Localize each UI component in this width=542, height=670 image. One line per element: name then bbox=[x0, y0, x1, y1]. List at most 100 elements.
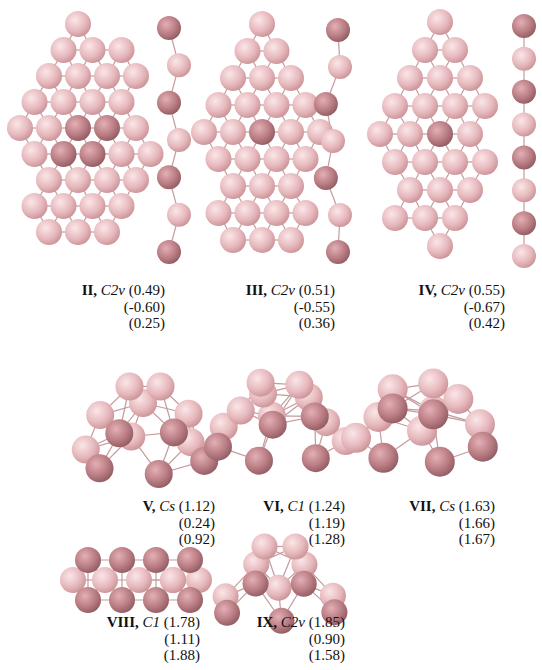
label-line: VII, Cs (1.63) bbox=[409, 498, 495, 515]
atom bbox=[80, 89, 106, 115]
point-group: Cs bbox=[159, 498, 175, 514]
atom bbox=[382, 149, 408, 175]
atom bbox=[143, 547, 169, 573]
isomer-number: VII, bbox=[409, 498, 435, 514]
structure-label: II, C2v (0.49)(-0.60)(0.25) bbox=[82, 282, 165, 332]
atom bbox=[126, 567, 152, 593]
atom bbox=[86, 454, 114, 482]
relative-energy: (0.92) bbox=[143, 531, 215, 548]
label-line: IV, C2v (0.55) bbox=[419, 282, 505, 299]
atom bbox=[94, 115, 120, 141]
atom bbox=[109, 547, 135, 573]
atom bbox=[65, 115, 91, 141]
relative-energy: (1.67) bbox=[409, 531, 495, 548]
atom bbox=[328, 203, 352, 227]
point-group: C2v bbox=[101, 282, 125, 298]
relative-energy: (1.58) bbox=[257, 647, 345, 664]
atom bbox=[302, 444, 330, 472]
atom bbox=[80, 37, 106, 63]
atom bbox=[235, 38, 261, 64]
atom bbox=[109, 37, 135, 63]
atom bbox=[264, 92, 290, 118]
atom bbox=[425, 447, 455, 477]
atom bbox=[412, 205, 438, 231]
atom bbox=[157, 91, 181, 115]
atom bbox=[382, 205, 408, 231]
atom bbox=[472, 149, 498, 175]
atom bbox=[167, 128, 191, 152]
atom bbox=[143, 587, 169, 613]
relative-energy: (0.51) bbox=[299, 282, 335, 298]
atom bbox=[368, 443, 398, 473]
atom bbox=[326, 240, 350, 264]
atom bbox=[278, 65, 304, 91]
atom bbox=[512, 145, 536, 169]
relative-energy: (1.12) bbox=[179, 498, 215, 514]
atom bbox=[123, 115, 149, 141]
label-line: VI, C1 (1.24) bbox=[263, 498, 345, 515]
structure-label: VIII, C1 (1.78)(1.11)(1.88) bbox=[107, 614, 200, 664]
relative-energy: (1.85) bbox=[309, 614, 345, 630]
atom bbox=[109, 141, 135, 167]
atom bbox=[321, 129, 345, 153]
atom bbox=[512, 211, 536, 235]
atom bbox=[94, 219, 120, 245]
atom bbox=[123, 167, 149, 193]
relative-energy: (-0.55) bbox=[246, 299, 335, 316]
relative-energy: (1.66) bbox=[409, 515, 495, 532]
atom bbox=[243, 571, 269, 597]
atom bbox=[80, 141, 106, 167]
point-group: C1 bbox=[287, 498, 305, 514]
atom bbox=[22, 89, 48, 115]
atom bbox=[259, 411, 287, 439]
relative-energy: (1.24) bbox=[309, 498, 345, 514]
atom bbox=[214, 600, 240, 626]
relative-energy: (0.24) bbox=[143, 515, 215, 532]
atom bbox=[512, 14, 536, 38]
atom bbox=[80, 193, 106, 219]
atom bbox=[283, 534, 309, 560]
atom bbox=[418, 399, 448, 429]
atom bbox=[278, 173, 304, 199]
isomer-number: IV, bbox=[419, 282, 438, 298]
atom bbox=[397, 121, 423, 147]
atom bbox=[204, 433, 232, 461]
isomer-number: IX, bbox=[257, 614, 277, 630]
atom bbox=[427, 177, 453, 203]
atom bbox=[75, 547, 101, 573]
isomer-number: VI, bbox=[263, 498, 283, 514]
atom bbox=[442, 205, 468, 231]
atom bbox=[235, 146, 261, 172]
structure-label: V, Cs (1.12)(0.24)(0.92) bbox=[143, 498, 215, 548]
atom bbox=[326, 18, 350, 42]
atom bbox=[123, 63, 149, 89]
atom bbox=[457, 121, 483, 147]
atom bbox=[206, 92, 232, 118]
point-group: C2v bbox=[441, 282, 465, 298]
atom bbox=[191, 119, 217, 145]
point-group: C2v bbox=[271, 282, 295, 298]
atom bbox=[206, 146, 232, 172]
relative-energy: (0.25) bbox=[82, 315, 165, 332]
atom bbox=[235, 200, 261, 226]
atom bbox=[442, 93, 468, 119]
atom bbox=[138, 141, 164, 167]
label-line: VIII, C1 (1.78) bbox=[107, 614, 200, 631]
isomer-number: II, bbox=[82, 282, 97, 298]
atom bbox=[285, 371, 313, 399]
point-group: C1 bbox=[142, 614, 160, 630]
atom bbox=[22, 141, 48, 167]
atom bbox=[177, 587, 203, 613]
atom bbox=[264, 146, 290, 172]
isomer-number: VIII, bbox=[107, 614, 139, 630]
atom bbox=[220, 227, 246, 253]
structure-label: IV, C2v (0.55)(-0.67)(0.42) bbox=[419, 282, 505, 332]
atom bbox=[328, 55, 352, 79]
atom bbox=[206, 200, 232, 226]
atom bbox=[264, 38, 290, 64]
atom bbox=[468, 432, 498, 462]
structure-label: VII, Cs (1.63)(1.66)(1.67) bbox=[409, 498, 495, 548]
atom bbox=[427, 121, 453, 147]
atom bbox=[36, 63, 62, 89]
